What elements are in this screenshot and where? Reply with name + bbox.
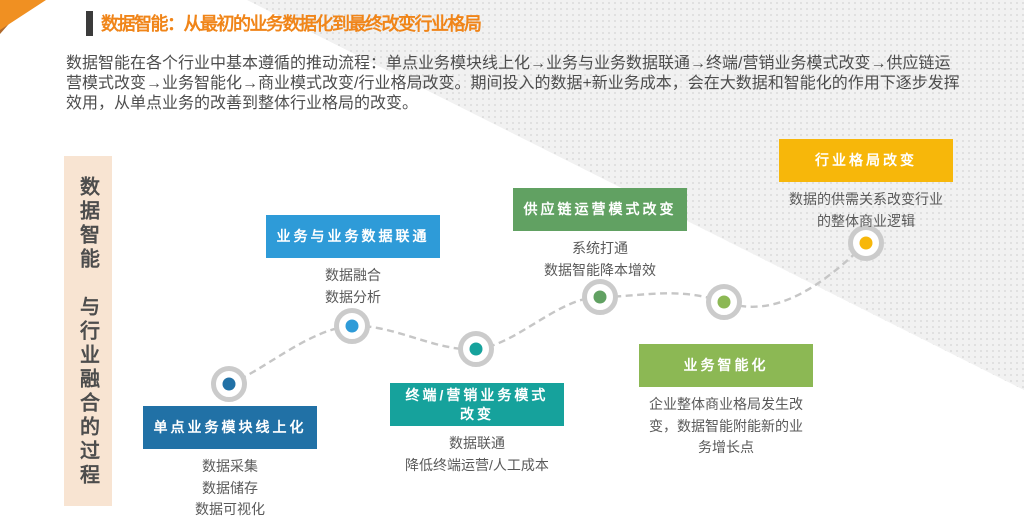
node-4-dot (593, 290, 607, 304)
milestone-2-details: 数据融合 数据分析 (266, 265, 440, 308)
title-accent-bar (86, 11, 93, 36)
milestone-4-label: 供应链运营模式改变 (523, 201, 677, 217)
detail-line: 数据智能降本增效 (544, 261, 656, 278)
detail-line: 数据的供需关系改变行业 (789, 191, 943, 207)
node-3-dot (469, 342, 483, 356)
detail-line: 降低终端运营/人工成本 (405, 456, 549, 473)
detail-line: 数据融合 (325, 267, 381, 283)
intro-paragraph: 数据智能在各个行业中基本遵循的推动流程：单点业务模块线上化→业务与业务数据联通→… (66, 54, 960, 114)
milestone-6-label: 行业格局改变 (815, 152, 917, 168)
milestone-3-label-line-2: 改变 (460, 405, 494, 422)
node-2 (334, 308, 370, 344)
node-2-dot (345, 319, 359, 333)
milestone-4-details: 系统打通 数据智能降本增效 (513, 238, 687, 281)
milestone-6: 行业格局改变 数据的供需关系改变行业 的整体商业逻辑 (779, 139, 953, 232)
milestone-1-label: 单点业务模块线上化 (153, 419, 307, 435)
detail-line: 数据储存 (202, 479, 258, 496)
detail-line: 数据联通 (449, 435, 505, 451)
milestone-1: 单点业务模块线上化 数据采集 数据储存 数据可视化 (143, 406, 317, 519)
vertical-banner-label: 数据智能 与行业融合的过程 (76, 176, 99, 488)
detail-line: 数据采集 (202, 458, 258, 474)
milestone-3: 终端/营销业务模式 改变 数据联通 降低终端运营/人工成本 (390, 383, 564, 476)
node-5-dot (717, 295, 731, 309)
milestone-6-label-box: 行业格局改变 (779, 139, 953, 182)
node-4 (582, 279, 618, 315)
milestone-3-label-line-1: 终端/营销业务模式 (405, 386, 549, 403)
milestone-3-details: 数据联通 降低终端运营/人工成本 (390, 433, 564, 476)
milestone-4: 供应链运营模式改变 系统打通 数据智能降本增效 (513, 188, 687, 281)
intro-line-2: 营模式改变→业务智能化→商业模式改变/行业格局改变。期间投入的数据+新业务成本，… (66, 75, 960, 92)
detail-line: 数据可视化 (195, 501, 265, 517)
detail-line: 务增长点 (698, 439, 754, 455)
detail-line: 系统打通 (572, 240, 628, 256)
milestone-5-label-box: 业务智能化 (639, 344, 813, 387)
page-title: 数据智能：从最初的业务数据化到最终改变行业格局 (101, 14, 482, 34)
milestone-4-label-box: 供应链运营模式改变 (513, 188, 687, 231)
milestone-1-details: 数据采集 数据储存 数据可视化 (143, 456, 317, 519)
detail-line: 变，数据智能附能新的业 (649, 417, 803, 434)
intro-line-1: 数据智能在各个行业中基本遵循的推动流程：单点业务模块线上化→业务与业务数据联通→… (66, 55, 951, 72)
node-1 (211, 366, 247, 402)
milestone-1-label-box: 单点业务模块线上化 (143, 406, 317, 449)
milestone-6-details: 数据的供需关系改变行业 的整体商业逻辑 (779, 189, 953, 232)
node-1-dot (222, 377, 236, 391)
node-5 (706, 284, 742, 320)
node-3 (458, 331, 494, 367)
milestone-2-label-box: 业务与业务数据联通 (266, 215, 440, 258)
intro-line-3: 效用，从单点业务的改善到整体行业格局的改变。 (66, 95, 419, 112)
milestone-5-label: 业务智能化 (683, 357, 769, 373)
detail-line: 数据分析 (325, 288, 381, 305)
milestone-2-label: 业务与业务数据联通 (276, 228, 430, 244)
milestone-5-details: 企业整体商业格局发生改 变，数据智能附能新的业 务增长点 (639, 394, 813, 459)
vertical-banner: 数据智能 与行业融合的过程 (64, 156, 112, 506)
milestone-2: 业务与业务数据联通 数据融合 数据分析 (266, 215, 440, 308)
milestone-5: 业务智能化 企业整体商业格局发生改 变，数据智能附能新的业 务增长点 (639, 344, 813, 459)
node-6-dot (859, 236, 873, 250)
milestone-3-label-box: 终端/营销业务模式 改变 (390, 383, 564, 426)
detail-line: 企业整体商业格局发生改 (649, 396, 803, 412)
node-6 (848, 225, 884, 261)
detail-line: 的整体商业逻辑 (817, 212, 915, 229)
